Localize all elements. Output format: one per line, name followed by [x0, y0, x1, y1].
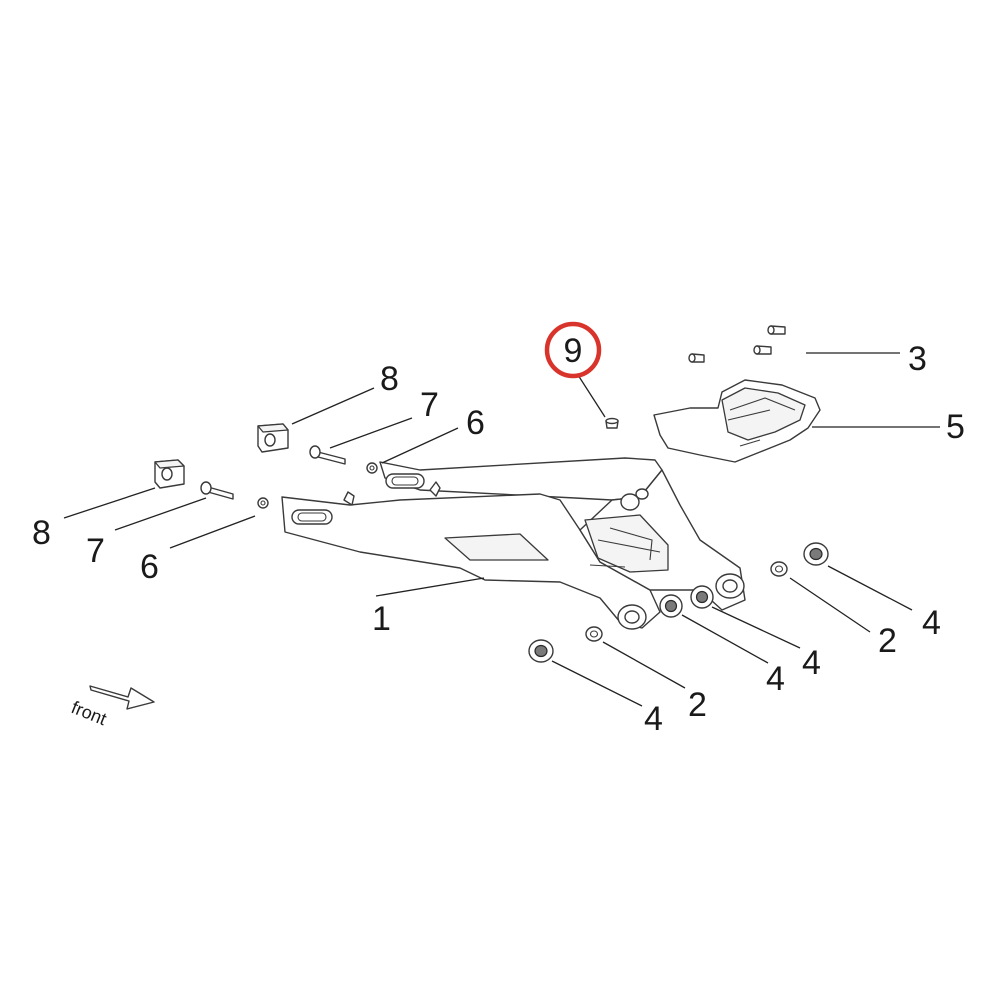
screw-part-9	[605, 417, 619, 429]
callout-9: 9	[564, 332, 583, 370]
swingarm-part	[281, 457, 746, 630]
callout-4: 4	[802, 644, 821, 682]
callout-4: 4	[644, 700, 663, 738]
screw-set-3	[688, 325, 786, 363]
adjuster-block-upper	[257, 423, 289, 453]
callout-7: 7	[86, 532, 105, 570]
screw	[767, 325, 786, 335]
bearing-d	[528, 639, 554, 663]
callout-3: 3	[908, 340, 927, 378]
highlight-ring	[544, 321, 602, 379]
adjuster-bolt-lower	[200, 481, 234, 500]
spacer-b	[585, 626, 603, 642]
callout-1: 1	[372, 600, 391, 638]
front-direction-indicator: front	[69, 685, 155, 729]
callout-4: 4	[766, 660, 785, 698]
mudguard-part	[653, 379, 821, 463]
bearing-a	[803, 542, 829, 566]
callout-5: 5	[946, 408, 965, 446]
callout-8: 8	[380, 360, 399, 398]
callout-6: 6	[466, 404, 485, 442]
screw	[753, 345, 772, 355]
callout-6: 6	[140, 548, 159, 586]
callout-7: 7	[420, 386, 439, 424]
adjuster-bolt-upper	[309, 445, 346, 465]
bearing-c	[659, 594, 683, 618]
bearing-b	[690, 585, 714, 609]
adjuster-block-lower	[154, 459, 185, 489]
nut-lower	[257, 497, 269, 509]
screw	[688, 353, 705, 363]
callout-8: 8	[32, 514, 51, 552]
front-label: front	[69, 697, 110, 729]
arrow-right-outline-icon	[89, 685, 155, 710]
highlighted-callout-9: 9	[544, 321, 602, 379]
callout-4: 4	[922, 604, 941, 642]
spacer-a	[770, 561, 788, 577]
callout-2: 2	[878, 622, 897, 660]
callout-2: 2	[688, 686, 707, 724]
nut-upper	[366, 462, 378, 474]
leader-lines	[63, 352, 940, 707]
